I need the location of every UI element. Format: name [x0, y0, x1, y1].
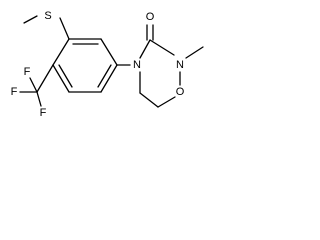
n4-c3-bond	[139, 39, 151, 59]
ring-inner-double-bond-right	[97, 64, 112, 88]
ring-nitrogen-methyl-label: N	[176, 59, 184, 71]
fluorine-top-label: F	[24, 66, 31, 78]
c-f-bond-bottom	[36, 91, 42, 107]
s-aryl-bond	[59, 17, 70, 40]
ring-bond-c2-c3	[100, 38, 118, 66]
trifluoromethyl-bonds	[19, 64, 54, 107]
o1-c6-bond	[157, 96, 176, 108]
carbonyl-double-bond	[146, 24, 154, 41]
sulfur-label: S	[44, 10, 51, 22]
ring-bond-c6-c1	[52, 38, 70, 66]
aryl-cf3-bond	[36, 64, 54, 93]
ring-bond-c3-c4	[100, 64, 118, 93]
ring-nitrogen-aryl-label: N	[133, 59, 141, 71]
ring-oxygen-label: O	[176, 86, 185, 98]
c-f-bond-top	[29, 77, 38, 93]
fluorine-bottom-label: F	[40, 107, 47, 119]
fluorine-left-label: F	[11, 86, 18, 98]
c6-c5-bond	[139, 92, 159, 108]
ring-inner-double-bond-left	[58, 64, 73, 88]
methylthio-bonds	[23, 15, 70, 40]
c3-n2-bond	[149, 39, 175, 56]
n-methyl-bond	[185, 46, 204, 59]
benzene-ring	[52, 38, 118, 93]
s-methyl-bond	[23, 15, 38, 24]
chemical-structure-diagram: S F F F O N N O	[11, 10, 204, 119]
carbonyl-oxygen-label: O	[146, 11, 155, 23]
oxadiazinone-ring	[139, 39, 181, 108]
atom-labels: S F F F O N N O	[11, 10, 185, 119]
ring-bond-c5-c6	[52, 64, 70, 93]
